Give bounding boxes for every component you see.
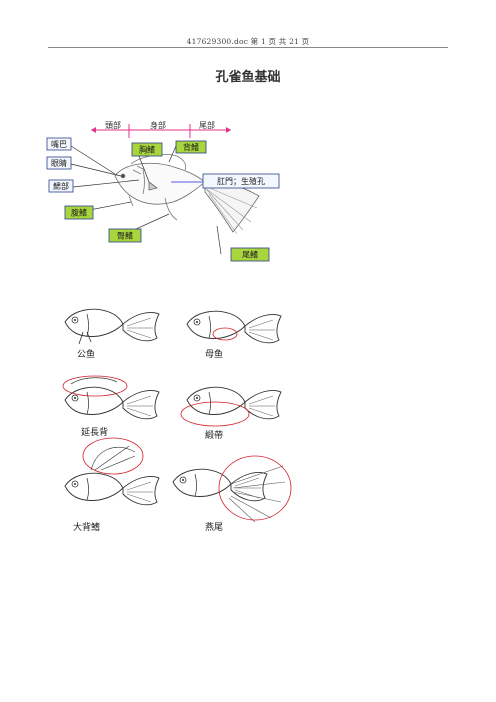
- label-long-dorsal: 延長背: [81, 426, 108, 438]
- male-gonopodium: [78, 331, 92, 345]
- fish-anal-fin: [164, 197, 178, 221]
- leader-mouth: [70, 145, 116, 175]
- varieties-figure: 公鱼 母鱼 延長背 緞帶 大背鰭: [55, 292, 305, 542]
- header-divider: [48, 47, 448, 48]
- big-dorsal-highlight: [82, 437, 144, 475]
- variety-male: 公鱼: [64, 308, 160, 360]
- fish-dorsal-shape: [130, 154, 187, 171]
- variety-swallowtail: 燕尾: [172, 455, 292, 533]
- leader-eye: [70, 163, 122, 177]
- label-anus: 肛門；生殖孔: [217, 176, 265, 186]
- label-anal-box: [108, 228, 142, 243]
- ruler-arrow-left: [91, 127, 96, 133]
- label-dorsal-box: [175, 140, 207, 154]
- section-head: 頭部: [105, 120, 121, 130]
- label-mouth-box: [46, 137, 72, 151]
- leader-gill: [72, 179, 140, 188]
- label-pectoral-fin: 胸鰭: [139, 145, 155, 155]
- fish-pectoral: [148, 181, 158, 191]
- leader-pectoral: [138, 155, 150, 183]
- long-dorsal-highlight: [62, 375, 128, 397]
- page-title: 孔雀鱼基础: [215, 70, 281, 85]
- fish-body: [114, 163, 206, 205]
- fish-gill-line: [142, 169, 145, 195]
- anatomy-diagram: 頭部 身部 尾部: [46, 120, 280, 262]
- leader-tail: [216, 225, 222, 255]
- fish-eye: [120, 173, 126, 179]
- leader-dorsal: [168, 145, 177, 163]
- fish-ventral-fin: [128, 195, 134, 207]
- label-anus-box: [202, 173, 280, 189]
- label-ventral-box: [64, 205, 94, 220]
- big-dorsal-fin: [90, 445, 136, 471]
- fish-male: [64, 308, 160, 342]
- ribbon-highlight: [180, 401, 250, 427]
- female-highlight: [212, 327, 238, 341]
- page-header: 417629300.doc 第 1 页 共 21 页: [186, 37, 310, 46]
- label-ventral-fin: 腹鰭: [71, 208, 87, 218]
- fish-big-dorsal: [64, 472, 160, 506]
- fish-illustration: [114, 154, 260, 235]
- swallowtail-rays: [228, 465, 286, 523]
- label-ribbon: 緞帶: [205, 429, 223, 441]
- label-swallowtail: 燕尾: [205, 521, 223, 533]
- label-eye-box: [46, 156, 72, 170]
- label-gill-box: [48, 179, 74, 193]
- variety-big-dorsal: 大背鰭: [64, 437, 160, 533]
- label-gill: 鰓部: [53, 181, 69, 191]
- anatomy-figure: 頭部 身部 尾部: [45, 112, 295, 272]
- label-anal-fin: 臀鰭: [117, 231, 133, 241]
- variety-ribbon: 緞帶: [180, 386, 282, 441]
- label-mouth: 嘴巴: [51, 139, 67, 149]
- label-big-dorsal: 大背鰭: [73, 521, 100, 533]
- anatomy-labels: 嘴巴 眼睛 鰓部 腹鰭 胸鰭 背鰭 肛門；生殖孔 臀鰭 尾鰭: [46, 137, 280, 262]
- varieties-diagram: 公鱼 母鱼 延長背 緞帶 大背鰭: [62, 308, 292, 533]
- fish-scales: [132, 165, 146, 175]
- section-body: 身部: [150, 120, 166, 130]
- variety-female: 母鱼: [186, 310, 282, 360]
- label-pectoral-box: [131, 142, 163, 157]
- label-dorsal-fin: 背鰭: [183, 142, 199, 152]
- label-female: 母鱼: [205, 348, 223, 360]
- section-tail: 尾部: [199, 120, 215, 130]
- label-male: 公鱼: [77, 348, 95, 360]
- fish-long-dorsal: [64, 386, 160, 420]
- label-tail-box: [230, 247, 270, 262]
- label-eye: 眼睛: [51, 158, 67, 168]
- variety-long-dorsal: 延長背: [62, 375, 160, 438]
- swallowtail-highlight: [218, 455, 292, 521]
- long-dorsal-fin: [70, 377, 118, 385]
- section-ruler: 頭部 身部 尾部: [91, 120, 231, 138]
- fish-tail-rays: [204, 185, 258, 235]
- label-tail-fin: 尾鰭: [242, 250, 258, 260]
- ruler-arrow-right: [226, 127, 231, 133]
